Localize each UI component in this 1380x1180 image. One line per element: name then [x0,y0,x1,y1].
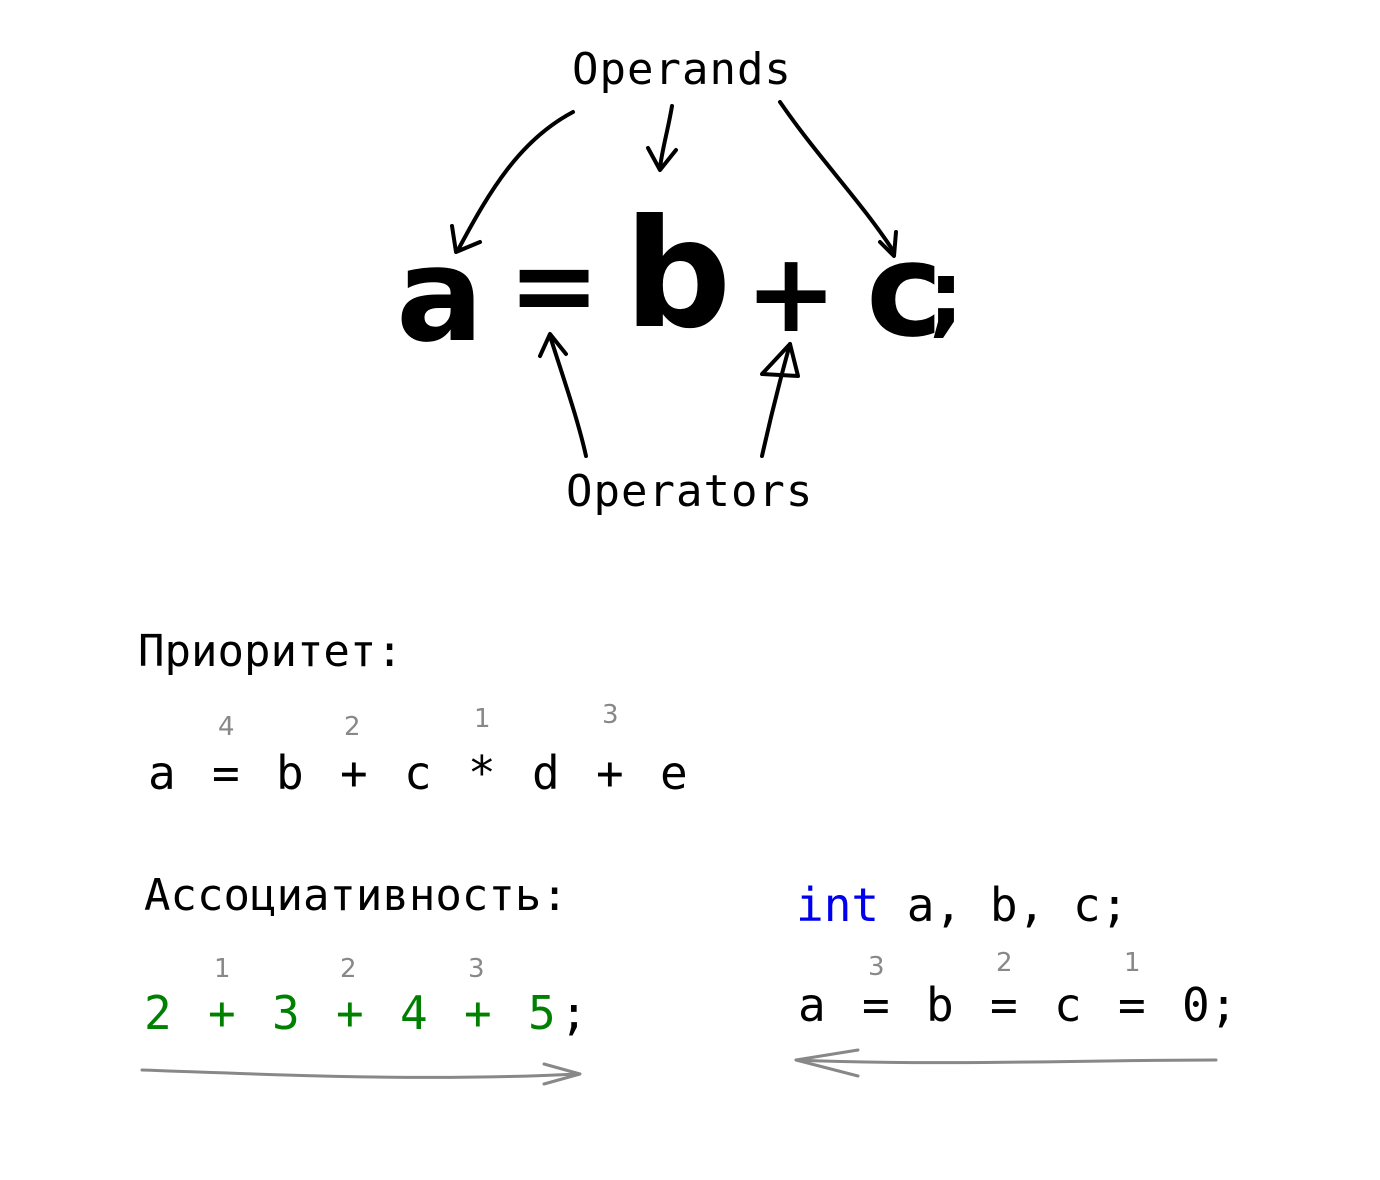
arrow-operands-to-a [456,110,575,252]
declaration-variables: a, b, c; [879,878,1129,932]
expr-a: a [396,219,484,371]
token-assign: = [212,746,240,800]
arrow-operators-to-plus [760,342,792,458]
token-plus-1: + [340,746,368,800]
right-assign-2: = [990,978,1018,1032]
arrow-operands-to-c-head [878,230,898,258]
token-a: a [148,746,176,800]
order-mark-assign: 4 [218,712,235,742]
arrow-operators-to-plus-head [760,342,800,378]
right-order-mark-3: 3 [868,952,885,982]
expr-b: b [624,188,732,362]
right-token-b: b [926,978,954,1032]
left-to-right-arrow [140,1068,580,1079]
operators-label: Operators [566,466,814,517]
operands-label: Operands [572,44,792,95]
keyword-int: int [796,878,880,932]
expr-semicolon: ; [928,242,964,347]
right-to-left-arrow [794,1058,1218,1065]
literal-2: 2 [144,986,172,1040]
left-order-mark-1: 1 [214,954,231,984]
left-order-mark-2: 2 [340,954,357,984]
token-b: b [276,746,304,800]
right-token-c: c [1054,978,1082,1032]
expr-eq: = [508,221,601,349]
right-order-mark-1: 1 [1124,948,1141,978]
order-mark-plus-2: 3 [602,700,619,730]
right-assign-3: = [1118,978,1146,1032]
left-semicolon: ; [560,986,588,1040]
expr-plus: + [745,229,838,357]
right-to-left-arrow-head [794,1048,860,1078]
right-token-a: a [798,978,826,1032]
order-mark-multiply: 1 [474,704,491,734]
left-plus-3: + [464,986,492,1040]
token-c: c [404,746,432,800]
arrow-operands-to-a-head [450,224,482,254]
token-multiply: * [468,746,496,800]
token-plus-2: + [596,746,624,800]
token-d: d [532,746,560,800]
left-plus-1: + [208,986,236,1040]
arrow-operands-to-c [778,100,896,254]
left-order-mark-3: 3 [468,954,485,984]
declaration-line: int a, b, c; [796,878,1128,932]
precedence-heading: Приоритет: [138,626,403,677]
arrow-operators-to-eq [548,334,588,458]
literal-5: 5 [528,986,556,1040]
arrow-operands-to-b-head [646,146,678,172]
right-order-mark-2: 2 [996,948,1013,978]
literal-3: 3 [272,986,300,1040]
arrow-operators-to-eq-head [538,332,568,358]
arrow-operands-to-b [658,104,674,170]
right-zero-semicolon: 0; [1182,978,1238,1032]
left-plus-2: + [336,986,364,1040]
order-mark-plus-1: 2 [344,712,361,742]
associativity-heading: Ассоциативность: [144,870,568,921]
literal-4: 4 [400,986,428,1040]
left-to-right-arrow-head [542,1062,582,1086]
token-e: e [660,746,688,800]
right-assign-1: = [862,978,890,1032]
expr-c: c [866,214,944,366]
